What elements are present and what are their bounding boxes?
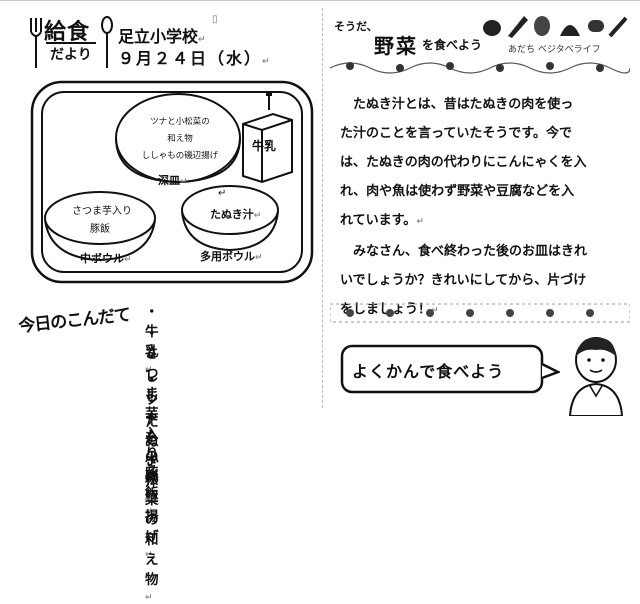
banner-main: 野菜 xyxy=(374,34,418,58)
article-line: みなさん、食べ終わった後のお皿はきれ xyxy=(340,244,588,259)
menu-item: ・牛乳↵ xyxy=(145,304,159,375)
rice-text: さつま芋入り 豚飯 xyxy=(72,203,132,239)
deep-plate-label: 深皿↵ xyxy=(158,174,188,187)
milk-label: 牛乳 xyxy=(252,139,277,153)
article-line: た汁のことを言っていたそうです。今で xyxy=(340,126,573,141)
main-dish-line: ツナと小松菜の xyxy=(150,117,210,127)
article-line: をしましょう！↵ xyxy=(340,302,439,317)
article-line: は、たぬきの肉の代わりにこんにゃくを入 xyxy=(340,155,587,170)
banner-prefix: そうだ、 xyxy=(334,20,378,33)
medium-bowl-label: 中ボウル↵ xyxy=(80,252,132,265)
decorative-strip xyxy=(330,303,630,323)
fork-icon xyxy=(30,18,42,68)
menu-heading: 今日のこんだて xyxy=(17,305,131,337)
soup-arrow: ↵ xyxy=(218,188,227,199)
newsletter-subtitle: だより xyxy=(50,47,92,63)
vegetables-icon xyxy=(483,16,628,38)
article-text: たぬき汁とは、昔はたぬきの肉を使っ た汁のことを言っていたそうです。今で は、た… xyxy=(340,90,610,326)
vegetable-banner: そうだ、 野菜 を食べよう あだち ベジタベライフ xyxy=(330,12,630,78)
spoon-icon xyxy=(101,16,113,68)
main-dish-text: ツナと小松菜の 和え物 ししゃもの磯辺揚げ xyxy=(138,114,222,165)
banner-sub: あだち ベジタベライフ xyxy=(508,45,601,55)
vertical-divider xyxy=(322,8,324,408)
issue-date: ９月２４日（水）↵ xyxy=(118,49,272,68)
main-dish-line: 和え物 xyxy=(167,134,193,144)
article-line: れ、肉や魚は使わず野菜や豆腐などを入 xyxy=(340,184,575,199)
newsletter-title: 給食 xyxy=(44,20,91,45)
speech-text: よくかんで食べよう xyxy=(352,362,505,381)
title-underline xyxy=(46,42,96,44)
cursor-mark: ▯ xyxy=(212,14,218,25)
rice-line: 豚飯 xyxy=(90,224,110,235)
soup-text: たぬき汁↵ xyxy=(210,208,262,221)
article-line: れています。↵ xyxy=(340,213,424,228)
article-line: いでしょうか？きれいにしてから、片づけ xyxy=(340,273,587,288)
speech-bubble xyxy=(340,344,560,394)
nutritionist-character-icon xyxy=(568,337,624,416)
multi-bowl-label: 多用ボウル↵ xyxy=(200,250,263,263)
menu-item: ・たぬき汁↵ xyxy=(145,394,159,505)
article-line: たぬき汁とは、昔はたぬきの肉を使っ xyxy=(340,97,574,112)
vegetable-characters-icon xyxy=(330,62,630,74)
page-top-border xyxy=(0,0,640,1)
school-name: 足立小学校↵ xyxy=(118,27,206,46)
rice-line: さつま芋入り xyxy=(72,206,132,217)
lunch-tray-illustration xyxy=(30,80,314,284)
banner-suffix: を食べよう xyxy=(422,38,483,52)
main-dish-line: ししゃもの磯辺揚げ xyxy=(141,151,219,161)
